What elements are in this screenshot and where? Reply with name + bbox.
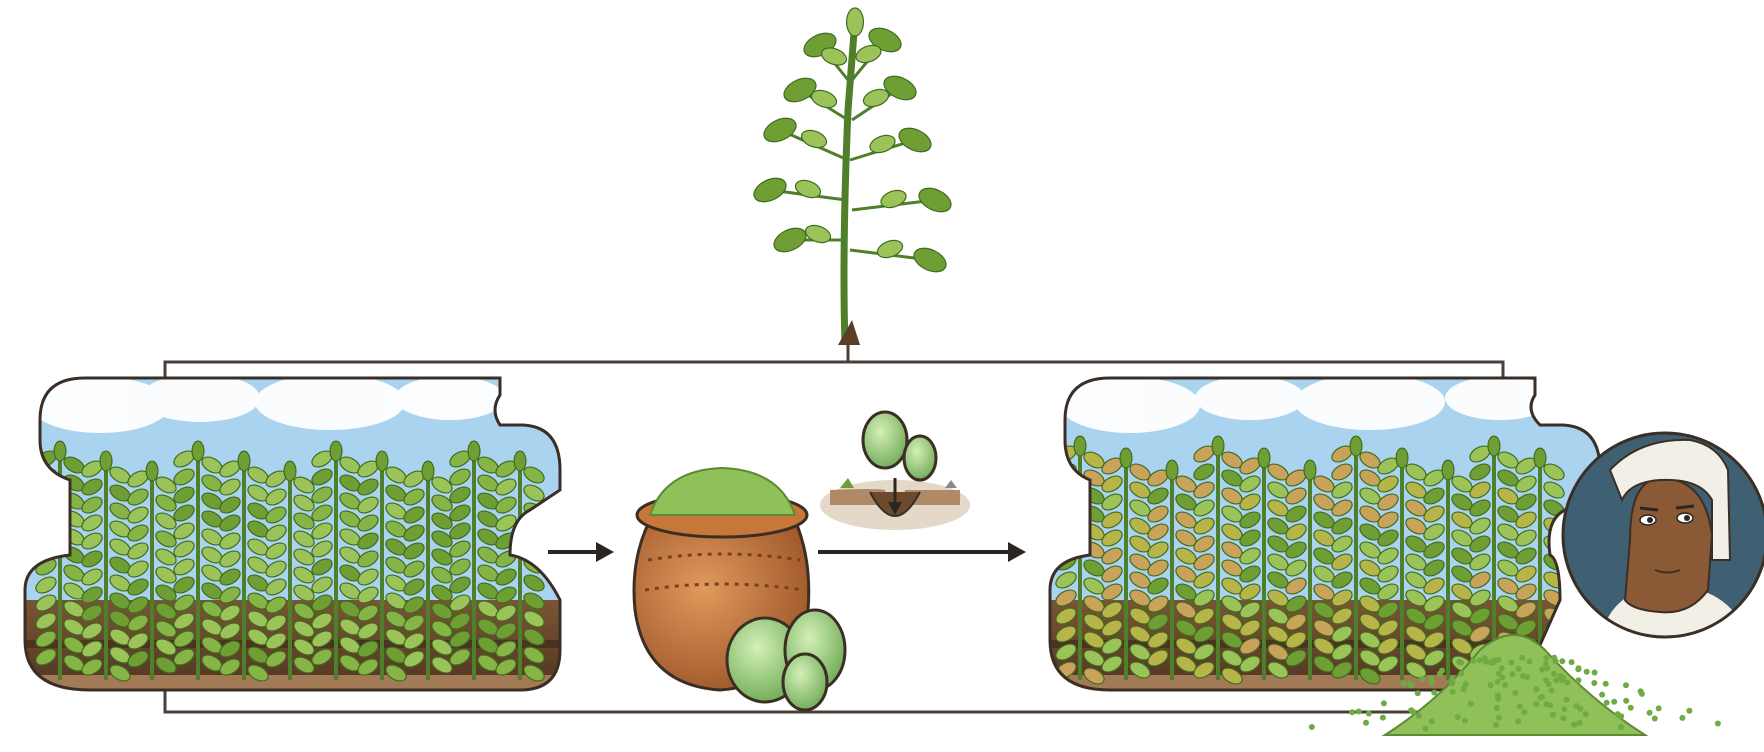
- plant-icon: [750, 8, 954, 345]
- farmer-portrait: [1563, 433, 1764, 640]
- seed-planting-icon: [820, 412, 970, 530]
- arrow-right-long-icon: [818, 542, 1026, 562]
- healthy-field: [20, 370, 580, 700]
- seed-pot: [634, 468, 845, 710]
- arrow-right-icon: [548, 542, 614, 562]
